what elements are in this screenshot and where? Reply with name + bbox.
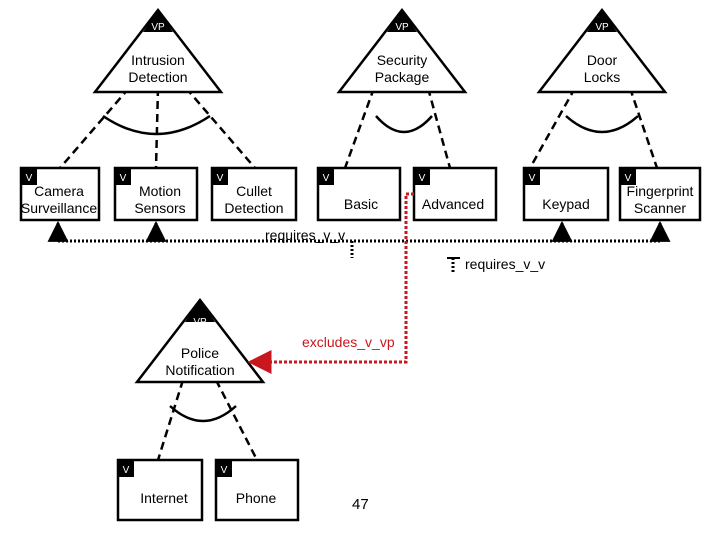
variant-tag-box [118,460,134,477]
variant-cullet-detection[interactable]: V Cullet Detection [210,166,298,222]
link-intrusion-cullet [185,87,256,169]
variant-tag: V [529,173,536,184]
variant-tag: V [217,173,224,184]
variant-tag: V [419,173,426,184]
variant-label: Internet [140,490,188,506]
variant-label-line-2: Sensors [134,200,185,216]
link-security-advanced [426,87,452,169]
variant-tag-box [414,168,430,185]
variant-tag: V [120,173,127,184]
vp-triangle-apex [587,10,617,32]
variant-tag-box [21,168,37,185]
variant-label-line-2: Detection [224,200,283,216]
vp-door-locks[interactable]: VP Door Locks [536,7,668,94]
variant-label: Phone [236,490,277,506]
link-police-internet [156,379,185,461]
vp-label-line-1: Door [587,52,618,68]
excludes-relation [247,192,414,374]
vp-label-line-2: Locks [584,69,621,85]
variant-internet[interactable]: V Internet [116,458,204,522]
vp-triangle [92,7,224,94]
variant-camera-surveillance[interactable]: V Camera Surveillance [19,166,101,222]
vp-label-line-1: Security [377,52,428,68]
arc-intrusion [102,114,211,136]
page-number: 47 [352,496,369,513]
vp-triangle-apex [185,300,215,322]
vp-tag: VP [151,22,165,33]
link-door-fingerprint [628,87,659,169]
vp-security-package[interactable]: VP Security Package [336,7,468,94]
vp-label-line-2: Package [375,69,430,85]
excludes-path [247,192,414,374]
variant-tag: V [625,173,632,184]
variant-tag: V [221,465,228,476]
variant-label: Basic [344,196,378,212]
variant-phone[interactable]: V Phone [214,458,300,522]
link-intrusion-camera [59,87,130,169]
variant-label-line-2: Scanner [634,200,686,216]
vp-label-line-2: Detection [128,69,187,85]
requires-legend: requires_v_v [447,256,545,274]
variant-tag: V [123,465,130,476]
variant-basic[interactable]: V Basic [316,166,402,222]
variant-label-line-1: Fingerprint [627,183,694,199]
link-intrusion-motion [154,87,160,169]
variant-label-line-2: Surveillance [21,200,97,216]
requires-label-1: requires_v_v [265,227,345,243]
arc-door [565,115,639,134]
variants: V Camera Surveillance V Motion Sensors V… [19,166,702,522]
variant-label-line-1: Cullet [236,183,272,199]
variant-advanced[interactable]: V Advanced [412,166,498,222]
variation-points: VP Intrusion Detection VP Security Packa… [92,7,668,384]
variant-tag-box [620,168,636,185]
variant-tag: V [323,173,330,184]
variant-tag-box [212,168,228,185]
vp-label-line-1: Police [181,345,219,361]
variant-tag-box [216,460,232,477]
link-police-phone [214,379,259,461]
vp-tag: VP [395,22,409,33]
vp-triangle [336,7,468,94]
vp-label-line-1: Intrusion [131,52,185,68]
alternative-arcs [102,114,639,423]
variant-fingerprint-scanner[interactable]: V Fingerprint Scanner [618,166,702,222]
variant-box [522,166,610,222]
vp-variant-links [59,87,659,461]
variant-tag-box [318,168,334,185]
link-door-keypad [528,87,577,169]
variant-tag: V [26,173,33,184]
arc-police [169,405,237,423]
vp-intrusion-detection[interactable]: VP Intrusion Detection [92,7,224,94]
vp-triangle-apex [143,10,173,32]
vp-police-notification[interactable]: VP Police Notification [134,297,266,384]
vp-triangle-apex [387,10,417,32]
vp-tag: VP [595,22,609,33]
variant-tag-box [115,168,131,185]
variant-tag-box [524,168,540,185]
arc-security [375,115,433,134]
variant-keypad[interactable]: V Keypad [522,166,610,222]
requires-label-2: requires_v_v [465,256,545,272]
variant-box [210,166,298,222]
variant-label-line-1: Camera [34,183,84,199]
variant-motion-sensors[interactable]: V Motion Sensors [113,166,199,222]
vp-tag: VP [193,317,207,328]
variant-label-line-1: Motion [139,183,181,199]
vp-triangle [134,297,266,384]
excludes-label: excludes_v_vp [302,334,395,350]
vp-triangle [536,7,668,94]
link-security-basic [343,87,376,169]
variant-label: Keypad [542,196,589,212]
requires-relations [47,220,671,258]
vp-label-line-2: Notification [165,362,234,378]
variant-label: Advanced [422,196,484,212]
